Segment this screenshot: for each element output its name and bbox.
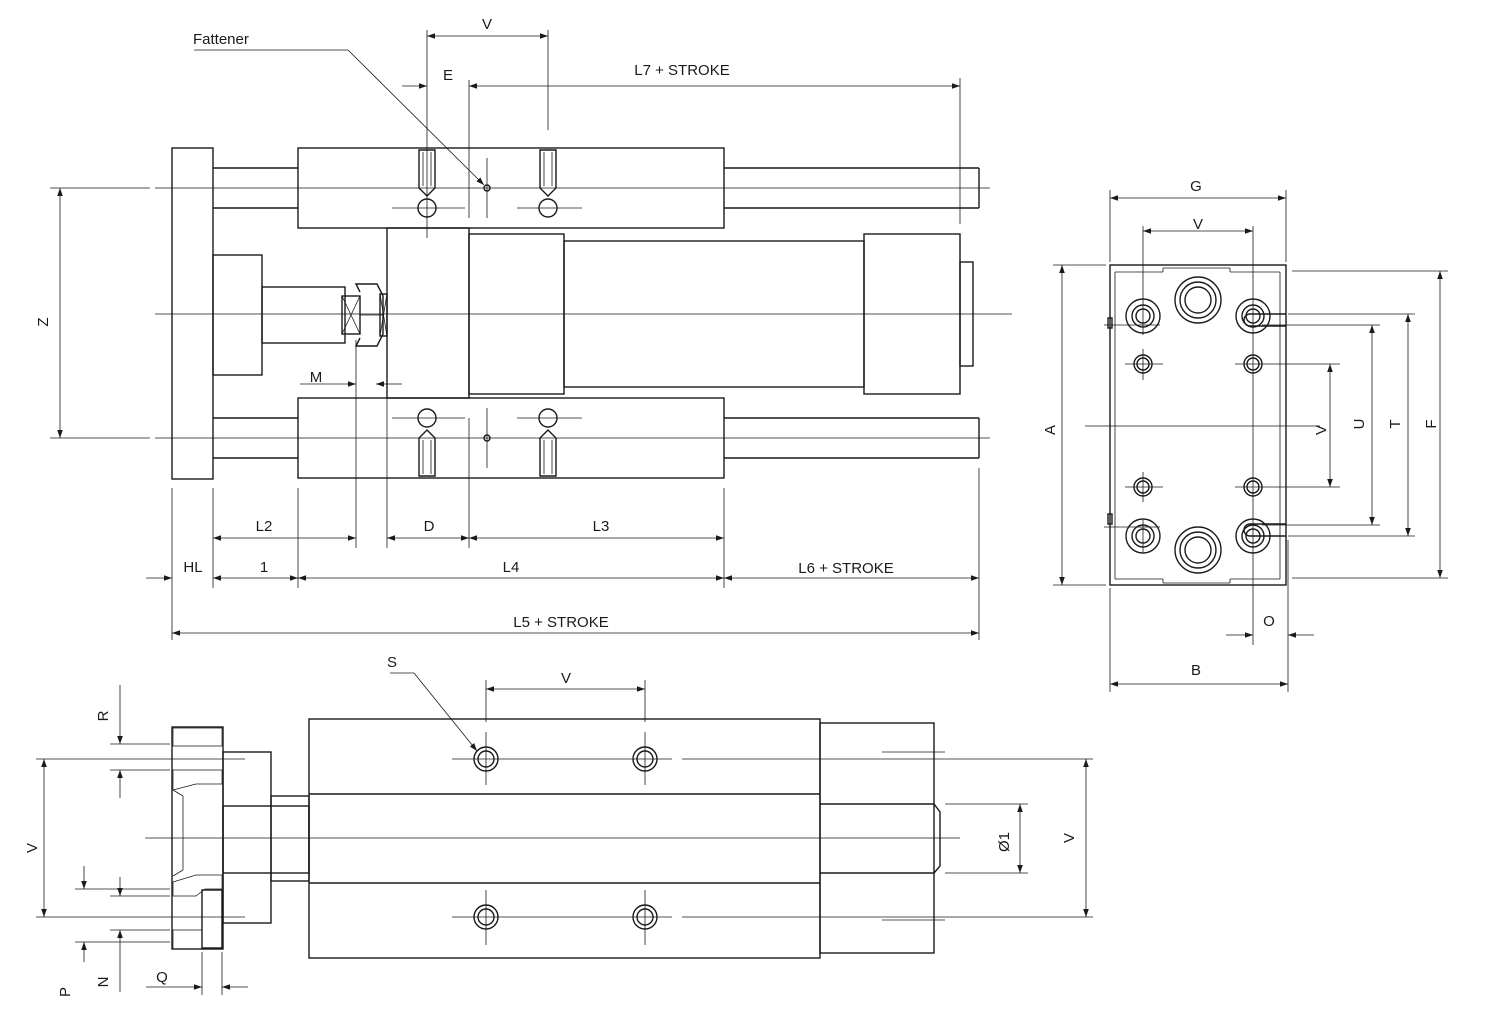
bottom-body [308,718,821,959]
dim-l7: L7 + STROKE [634,62,729,79]
side-body [1109,264,1287,586]
dim-1: 1 [260,559,268,576]
dim-d1: Ø1 [996,832,1013,852]
dim-l3: L3 [593,518,610,535]
dim-v-top: V [482,16,492,33]
dim-v-left: V [24,843,41,853]
top-view: V E L7 + STROKE Z M L2 D L3 HL 1 L4 L6 +… [35,16,1012,640]
dim-z: Z [35,317,52,326]
dim-v-side: V [1193,216,1203,233]
dim-n: N [95,977,112,988]
fattener-label: Fattener [193,31,249,48]
dim-s: S [387,654,397,671]
dim-f: F [1423,419,1440,428]
dim-hl: HL [183,559,202,576]
dim-e: E [443,67,453,84]
side-view: G V A V U T F O B [1042,178,1448,692]
dim-g: G [1190,178,1202,195]
dim-l2: L2 [256,518,273,535]
dim-o: O [1263,613,1275,630]
dim-q: Q [156,969,168,986]
dim-v-bottom: V [561,670,571,687]
dim-t: T [1387,419,1404,428]
dim-r: R [95,710,112,721]
end-plate [171,147,214,480]
dim-l6: L6 + STROKE [798,560,893,577]
dim-m: M [310,369,323,386]
dim-l5: L5 + STROKE [513,614,608,631]
dim-p: P [57,987,74,997]
dim-v-vertical: V [1313,425,1330,435]
dim-a: A [1042,425,1059,435]
dim-u: U [1351,419,1368,430]
dim-b: B [1191,662,1201,679]
bottom-view: V S Ø1 V V R P N Q [24,654,1093,997]
dim-l4: L4 [503,559,520,576]
dim-d: D [424,518,435,535]
dim-v-right: V [1061,833,1078,843]
